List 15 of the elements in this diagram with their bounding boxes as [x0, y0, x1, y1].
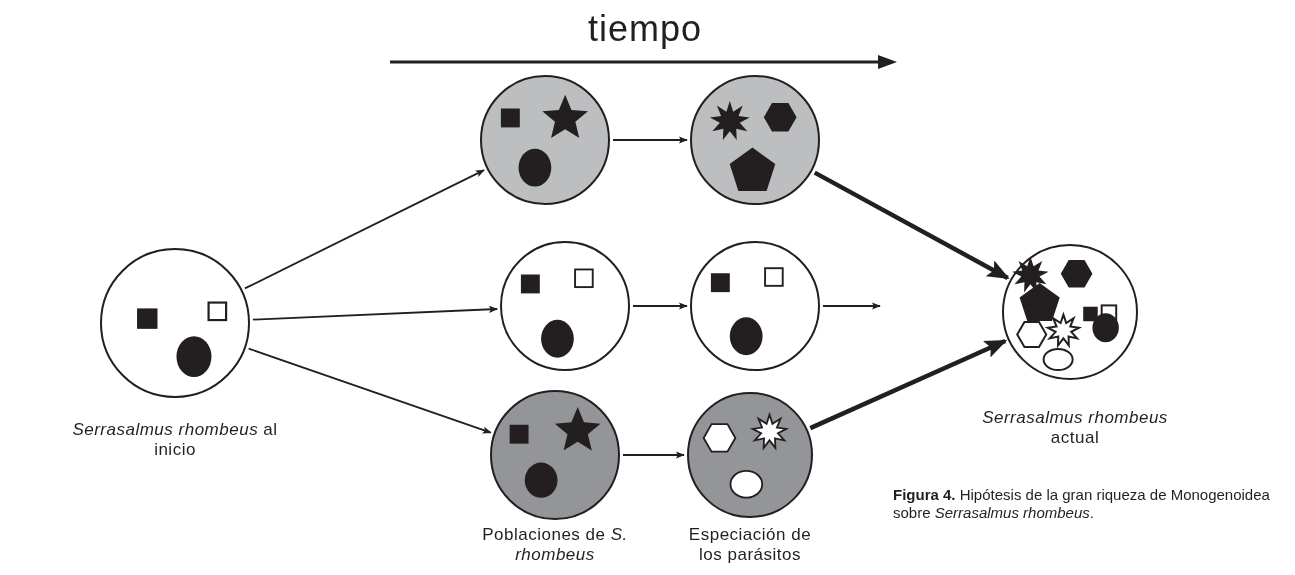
arrow — [632, 302, 688, 310]
arrow — [822, 302, 881, 310]
arrow — [813, 170, 1010, 280]
circle-caption: Serrasalmus rhombeus actual — [981, 408, 1169, 448]
circle-caption: Serrasalmus rhombeus al inicio — [71, 420, 279, 460]
arrow — [809, 338, 1008, 431]
circle-caption: Poblaciones de S. rhombeus — [481, 525, 629, 565]
title: tiempo — [586, 8, 704, 50]
arrow — [622, 451, 685, 459]
arrow — [252, 305, 498, 321]
arrow — [247, 347, 492, 434]
circle-caption: Especiación de los parásitos — [687, 525, 813, 565]
figure-caption: Figura 4. Hipótesis de la gran riqueza de Monogenoidea sobre Serrasalmus rhombeus. — [893, 486, 1271, 522]
arrow — [612, 136, 688, 144]
arrow — [244, 169, 485, 290]
